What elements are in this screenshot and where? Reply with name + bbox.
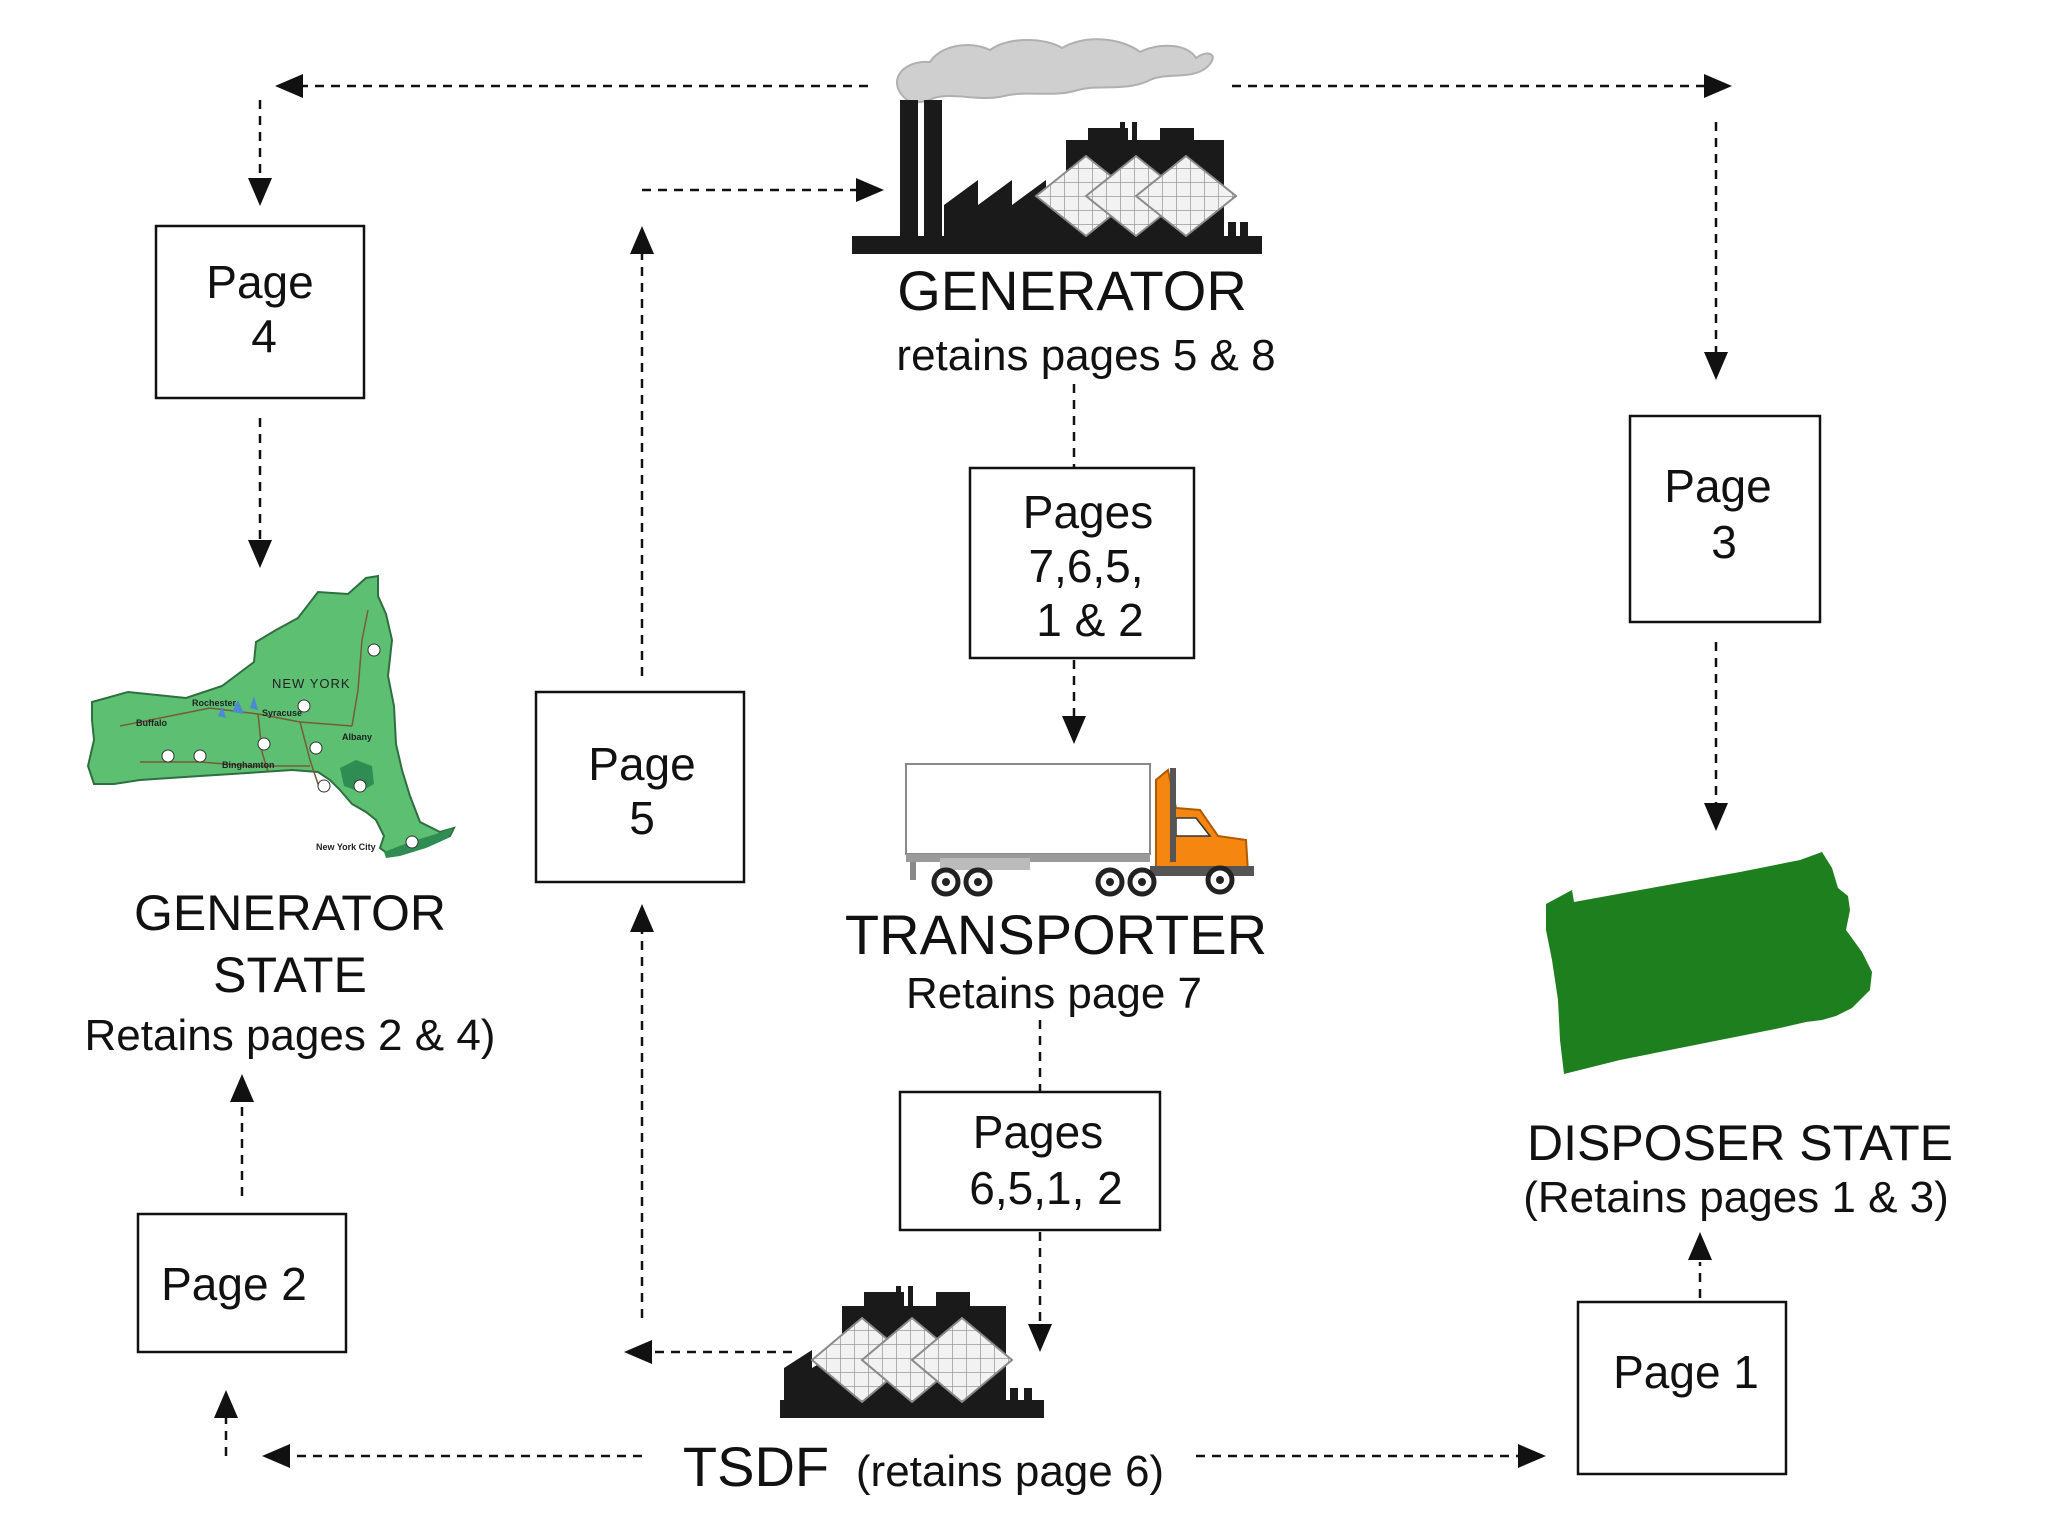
tsdf-title: TSDF — [683, 1435, 829, 1498]
pages-box-line3: 1 & 2 — [1036, 594, 1143, 646]
page3-box-line2: 3 — [1711, 516, 1737, 568]
pages-box-line1: Pages — [1023, 486, 1153, 538]
arrowhead — [214, 1390, 238, 1418]
route-shields — [161, 643, 419, 849]
tsdf-subtitle: (retains page 6) — [856, 1447, 1164, 1496]
page3-box-line1: Page — [1664, 460, 1771, 512]
page4-box: Page 4 — [154, 224, 366, 400]
disposer-state-title: DISPOSER STATE — [1527, 1115, 1953, 1171]
disposer-state-subtitle: (Retains pages 1 & 3) — [1523, 1173, 1949, 1222]
page3-box: Page 3 — [1628, 414, 1822, 624]
page2-box: Page 2 — [136, 1212, 348, 1354]
arrowhead — [630, 226, 654, 254]
pages-box2-line1: Pages — [973, 1106, 1103, 1158]
page1-box-label: Page 1 — [1613, 1346, 1759, 1398]
pennsylvania-map-icon — [1546, 852, 1872, 1074]
page5-box: Page 5 — [534, 690, 746, 884]
generator-state-subtitle: Retains pages 2 & 4) — [85, 1011, 496, 1060]
ny-lakes — [218, 696, 258, 718]
arrowhead — [624, 1340, 652, 1364]
arrowhead — [1704, 352, 1728, 380]
generator-title: GENERATOR — [897, 259, 1247, 322]
pages-transporter-to-tsdf-box: Pages 6,5,1, 2 — [898, 1090, 1162, 1232]
ny-city-rochester: Rochester — [192, 698, 237, 708]
arrowhead — [275, 74, 303, 98]
generator-state-title-line2: STATE — [213, 947, 367, 1003]
arrowhead — [1062, 716, 1086, 744]
generator-state-title-line1: GENERATOR — [134, 885, 446, 941]
tank — [1034, 154, 1238, 238]
new-york-map-icon: NEW YORK Rochester Buffalo Syracuse Alba… — [86, 574, 456, 858]
ny-city-buffalo: Buffalo — [136, 718, 167, 728]
truck-icon — [905, 763, 1254, 897]
pages-box-line2: 7,6,5, — [1028, 540, 1143, 592]
ny-city-binghamton: Binghamton — [222, 760, 275, 770]
pa-shape — [1546, 852, 1872, 1074]
ny-state-label: NEW YORK — [272, 676, 351, 691]
connectors — [214, 74, 1732, 1468]
transporter-title: TRANSPORTER — [845, 903, 1267, 966]
trailer — [905, 763, 1151, 855]
arrowhead — [1518, 1444, 1546, 1468]
generator-subtitle: retains pages 5 & 8 — [896, 331, 1275, 380]
transporter-subtitle: Retains page 7 — [906, 969, 1202, 1018]
tsdf-facility-icon — [780, 1286, 1044, 1418]
ny-city-syracuse: Syracuse — [262, 708, 302, 718]
ny-city-albany: Albany — [342, 732, 372, 742]
arrowhead — [1704, 803, 1728, 831]
arrowhead — [248, 178, 272, 206]
arrowhead — [856, 178, 884, 202]
truck-cab — [1155, 768, 1250, 873]
pages-box2-line2: 6,5,1, 2 — [969, 1162, 1122, 1214]
page2-box-label: Page 2 — [161, 1258, 307, 1310]
arrowhead — [1688, 1232, 1712, 1260]
page1-box: Page 1 — [1576, 1300, 1788, 1476]
pages-generator-to-transporter-box: Pages 7,6,5, 1 & 2 — [968, 466, 1196, 660]
smoke — [896, 38, 1214, 104]
page5-box-line2: 5 — [629, 792, 655, 844]
page4-box-line2: 4 — [251, 310, 277, 362]
arrowhead — [1704, 74, 1732, 98]
page4-box-line1: Page — [206, 256, 313, 308]
arrowhead — [630, 904, 654, 932]
arrowhead — [1028, 1324, 1052, 1352]
factory-icon — [852, 38, 1262, 254]
ny-city-nyc: New York City — [316, 842, 376, 852]
arrowhead — [230, 1074, 254, 1102]
arrowhead — [248, 540, 272, 568]
arrowhead — [262, 1444, 290, 1468]
page5-box-line1: Page — [588, 738, 695, 790]
